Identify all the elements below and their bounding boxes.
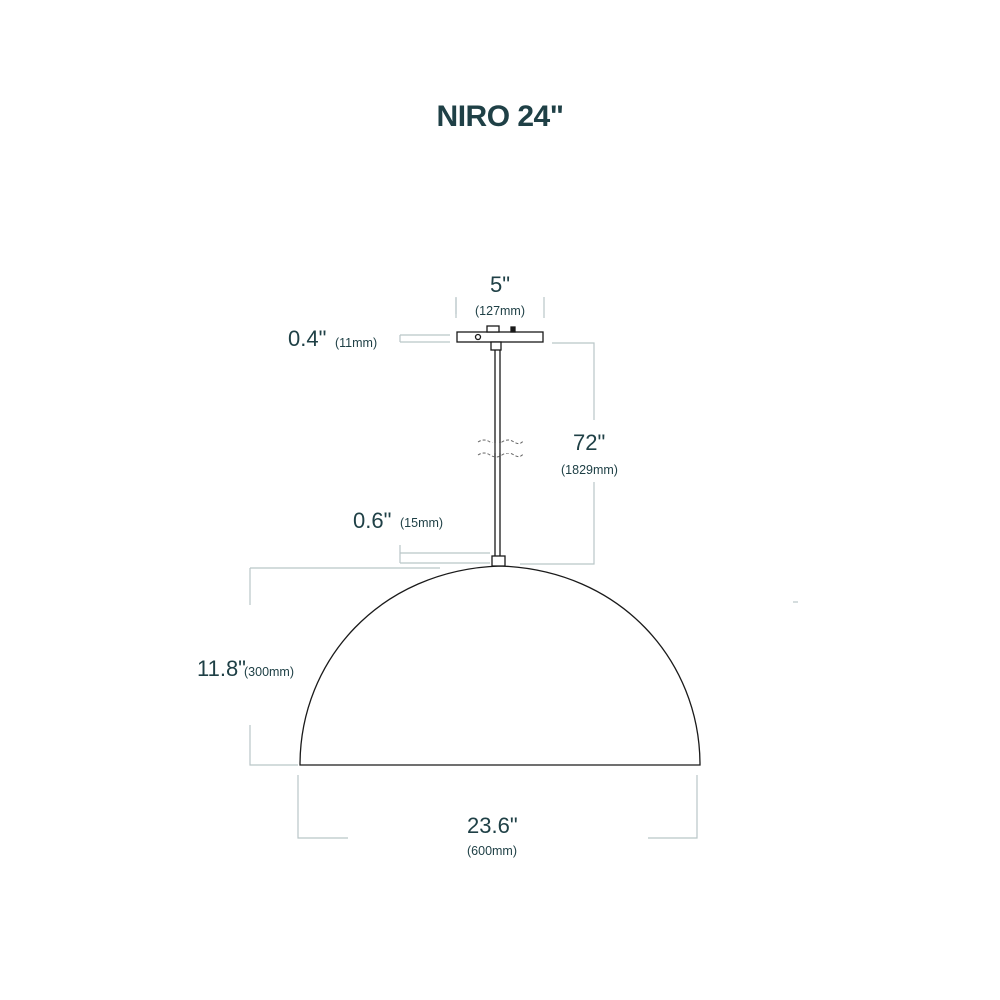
shade-width-metric: (600mm) [467, 844, 518, 858]
canopy-height-imperial: 0.4" [288, 326, 327, 351]
canopy-mount [486, 325, 500, 333]
shade-width-imperial: 23.6" [467, 813, 518, 838]
canopy-width-imperial: 5" [490, 272, 511, 297]
break-symbol-icon [477, 439, 525, 458]
shade-height-metric: (300mm) [244, 665, 295, 679]
canopy-height-metric: (11mm) [335, 336, 378, 350]
dimension-lines [249, 297, 798, 839]
product-title: NIRO 24" [436, 100, 564, 133]
rod-diameter-imperial: 0.6" [353, 508, 392, 533]
fixture-outline [299, 325, 701, 766]
rod-length-metric: (1829mm) [561, 463, 618, 477]
rod-diameter-metric: (15mm) [400, 516, 444, 530]
canopy [456, 331, 544, 343]
shade-height-imperial: 11.8" [197, 656, 246, 681]
rod-length-imperial: 72" [573, 430, 606, 455]
canopy-width-metric: (127mm) [475, 304, 526, 318]
